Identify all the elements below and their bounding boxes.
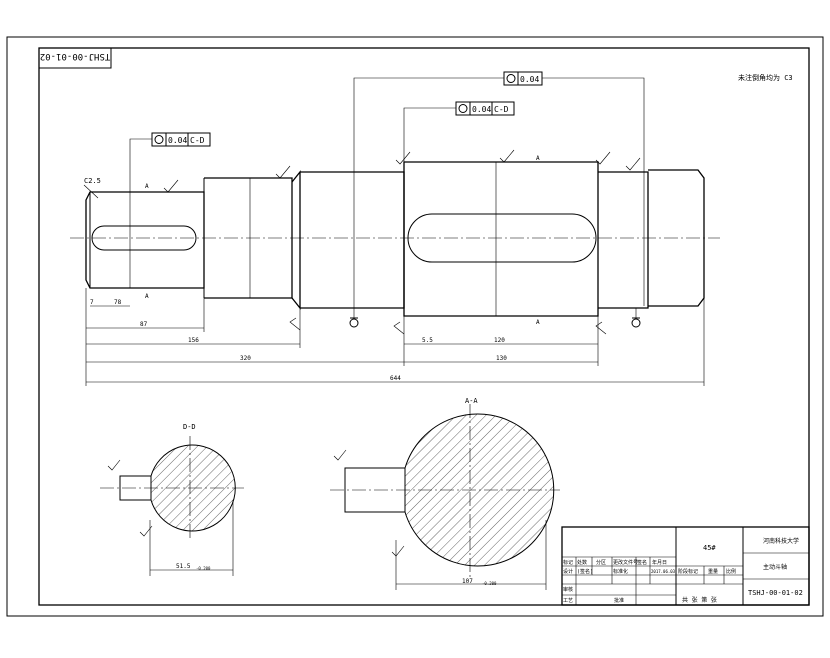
svg-text:共 张 第 张: 共 张 第 张 [682,596,717,604]
svg-text:78: 78 [114,299,122,306]
svg-text:C-D: C-D [494,105,509,114]
svg-text:分区: 分区 [596,559,606,566]
shaft-right-end [648,169,705,307]
drawing-number: TSHJ-00-01-02 [748,589,803,597]
svg-text:A: A [536,155,540,162]
keyway-left [91,225,197,251]
outer-border [6,36,824,617]
svg-text:-0.200: -0.200 [196,566,211,571]
svg-text:工艺: 工艺 [563,598,573,604]
part-name: 主动斗轴 [763,563,787,571]
svg-text:2017.06.03: 2017.06.03 [651,569,676,574]
svg-text:0.04: 0.04 [472,105,491,114]
svg-text:(签名): (签名) [577,568,593,575]
svg-text:标记: 标记 [563,559,573,566]
svg-text:批准: 批准 [614,597,624,604]
svg-text:比例: 比例 [726,568,736,575]
roughness-marks [163,149,641,335]
company: 河南科技大学 [763,537,799,545]
svg-text:A: A [536,319,540,326]
svg-text:阶段标记: 阶段标记 [678,568,698,575]
material: 45# [703,544,716,552]
datum-symbols: A A A A [145,155,641,328]
svg-text:A: A [145,293,149,300]
svg-text:7: 7 [90,299,94,306]
tolerance-frame-middle: 0.04 C-D [403,101,515,162]
shaft-main-view [70,161,720,317]
svg-text:644: 644 [390,375,401,382]
tolerance-frame-top: 0.04 [353,71,645,172]
svg-text:107: 107 [462,578,473,585]
svg-text:87: 87 [140,321,148,328]
svg-text:A: A [145,183,149,190]
svg-text:C-D: C-D [190,136,205,145]
concentricity-icon [458,104,468,113]
shaft-left-segment [85,191,205,289]
svg-text:年月日: 年月日 [652,559,667,566]
section-label-right: A-A [465,397,478,405]
svg-text:处数: 处数 [577,559,587,566]
drawing-number-top: TSHJ-00-01-02 [40,51,110,61]
svg-text:156: 156 [188,337,199,344]
svg-text:130: 130 [496,355,507,362]
section-a-a: A-A 107 -0.200 [330,397,560,590]
concentricity-icon [154,135,164,144]
bearing-seat-left [300,171,405,309]
tolerance-note: 未注倒角均为 C3 [738,73,793,82]
shaft-shoulder-left [291,170,301,310]
shaft-center-body [403,161,599,317]
inner-border [38,47,810,606]
section-d-d: D-D 51.5 -0.200 [100,423,244,576]
svg-text:0.04: 0.04 [168,136,187,145]
svg-text:审核: 审核 [563,586,573,593]
svg-text:51.5: 51.5 [176,563,191,570]
section-label-left: D-D [183,423,196,431]
svg-text:120: 120 [494,337,505,344]
drawing-number-box [38,47,112,69]
svg-text:重量: 重量 [708,568,718,575]
bearing-seat-right [598,171,649,309]
shaft-step-2 [204,177,293,299]
dimension-lines: 7 78 87 156 320 644 5.5 120 130 [85,288,705,386]
svg-text:5.5: 5.5 [422,337,433,344]
svg-text:标准化: 标准化 [613,568,628,575]
svg-text:320: 320 [240,355,251,362]
concentricity-icon [506,74,516,83]
svg-text:设计: 设计 [563,568,573,575]
keyway-center [407,213,597,263]
title-block: 45# 河南科技大学 主动斗轴 TSHJ-00-01-02 标记 处数 分区 更… [561,526,810,606]
svg-text:-0.200: -0.200 [482,581,497,586]
svg-text:0.04: 0.04 [520,75,539,84]
chamfer-label: C2.5 [84,177,101,185]
tolerance-frame-left: 0.04 C-D [129,132,211,192]
svg-text:更改文件号: 更改文件号 [613,559,638,566]
svg-text:签名: 签名 [637,559,647,566]
